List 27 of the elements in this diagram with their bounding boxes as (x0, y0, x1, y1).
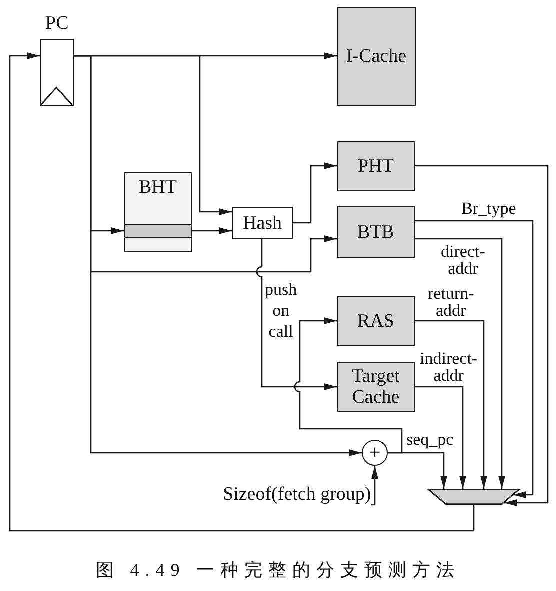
edge-label: Br_type (462, 200, 516, 217)
arrow (415, 165, 549, 506)
arrow (371, 466, 378, 506)
arrow (74, 55, 362, 456)
arrow (294, 318, 403, 454)
table-title: BHT (139, 178, 177, 198)
caption: 图 4.49 一种完整的分支预测方法 (96, 560, 460, 580)
register-label: PC (46, 14, 69, 34)
arrow (415, 238, 506, 489)
signal-label: Sizeof(fetch group) (223, 485, 372, 505)
arrow (415, 320, 488, 489)
arrow (192, 228, 232, 234)
arrow (415, 386, 466, 489)
block-box: PHT (337, 141, 415, 191)
arrow (9, 52, 475, 532)
block-box: Hash (232, 207, 293, 239)
arrow (415, 220, 534, 498)
adder-circle: + (362, 440, 388, 466)
edge-label: indirect-addr (420, 350, 478, 384)
arrow (256, 239, 337, 390)
block-box: Target Cache (337, 362, 415, 412)
block-box: RAS (337, 296, 415, 346)
arrow (293, 162, 337, 224)
block-box: BTB (337, 206, 415, 258)
edge-label: direct-addr (441, 243, 486, 277)
table-box (124, 172, 192, 252)
block-box: I-Cache (337, 7, 416, 106)
